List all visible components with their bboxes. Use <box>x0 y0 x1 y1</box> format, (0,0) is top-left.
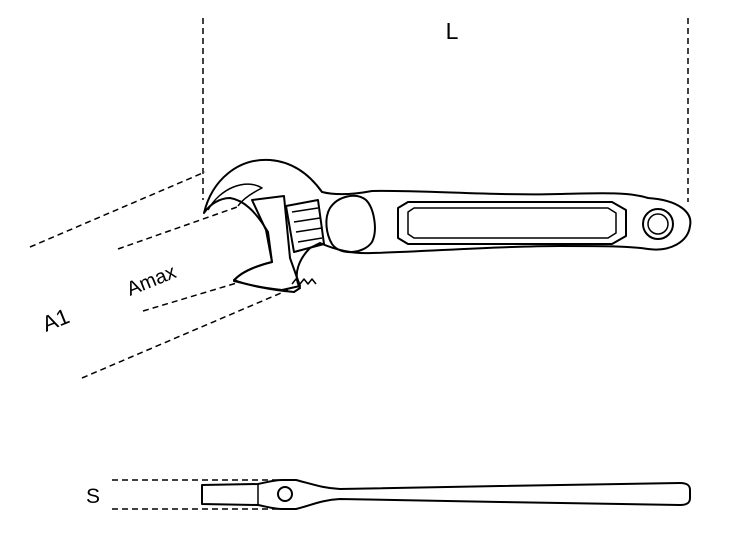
opening-dimension-line-bottom <box>81 289 289 379</box>
worm-screw-housing <box>285 199 325 253</box>
max-capacity-label: Amax <box>124 261 180 301</box>
side-view-outline <box>201 479 691 510</box>
thickness-label: S <box>86 485 100 508</box>
handle-recess-outer <box>397 201 627 245</box>
wrench-side-view: S <box>86 479 691 510</box>
opening-label: A1 <box>39 303 73 336</box>
movable-jaw <box>233 195 301 291</box>
length-label: L <box>446 18 459 44</box>
fixed-jaw-inner-edge <box>207 183 263 211</box>
max-capacity-line-top <box>117 205 241 250</box>
max-capacity-line-bottom <box>142 281 241 312</box>
opening-dimension-line-top <box>29 171 206 248</box>
screw-window <box>325 194 376 253</box>
wrench-body-outline <box>203 158 692 293</box>
hanging-hole-outer <box>642 208 674 240</box>
worm-screw-threads <box>291 207 323 243</box>
jaw-rack-teeth <box>291 278 317 285</box>
handle-recess-inner <box>407 207 617 239</box>
side-view-pin <box>277 486 293 502</box>
wrench-top-view <box>203 158 692 293</box>
hanging-hole-inner <box>647 213 669 235</box>
